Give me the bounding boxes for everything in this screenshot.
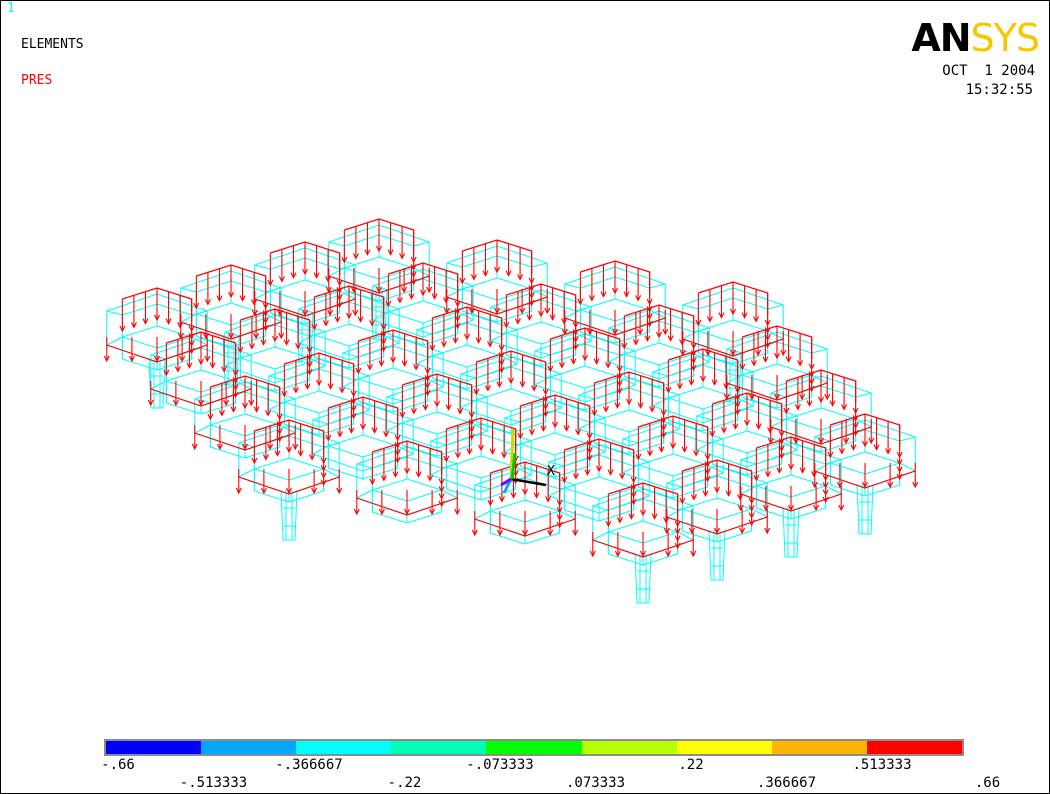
legend-label-bottom: .66: [974, 775, 1001, 791]
support-post: [222, 334, 240, 386]
cell-pressure: [709, 392, 785, 460]
support-post: [280, 489, 298, 541]
legend-label-bottom: .366667: [756, 775, 817, 791]
cell-pressure: [341, 218, 417, 286]
cell-pressure: [459, 239, 535, 307]
time-label: 15:32:55: [965, 82, 1033, 98]
contour-legend-bar: [104, 739, 964, 756]
legend-swatch: [676, 741, 772, 754]
cell-pressure: [443, 417, 519, 485]
load-label: PRES: [21, 73, 53, 88]
triad-x-label: X: [547, 464, 555, 479]
cell-pressure: [753, 436, 829, 504]
cell-pressure: [193, 264, 269, 332]
cell-pressure: [267, 241, 343, 309]
legend-swatch: [866, 741, 962, 754]
support-post: [634, 552, 652, 604]
legend-label-top: -.366667: [275, 757, 343, 773]
support-posts: [148, 288, 874, 604]
window-number: 1: [7, 1, 15, 16]
legend-swatch: [581, 741, 677, 754]
cell-pressure: [517, 394, 593, 462]
legend-swatch: [486, 741, 582, 754]
cell-pressure: [561, 438, 637, 506]
cell-pressure: [119, 287, 195, 355]
logo-bold-part: AN: [911, 16, 971, 60]
cell-pressure: [325, 396, 401, 464]
perimeter-pressure: [103, 268, 919, 558]
legend-label-bottom: .073333: [565, 775, 626, 791]
cell-pressure: [591, 371, 667, 439]
cell-pressure: [679, 459, 755, 527]
legend-label-top: .513333: [852, 757, 912, 773]
cell-pressure: [369, 440, 445, 508]
plot-mode-label: ELEMENTS: [21, 37, 84, 52]
support-post: [370, 288, 388, 340]
legend-swatch: [771, 741, 867, 754]
cell-pressure: [355, 329, 431, 397]
legend-label-top: -.66: [101, 757, 135, 773]
cell-pressure: [429, 306, 505, 374]
date-label: OCT 1 2004: [942, 63, 1035, 79]
legend-label-bottom: -.22: [387, 775, 422, 791]
legend-swatch: [391, 741, 487, 754]
support-post: [724, 351, 742, 403]
support-post: [782, 506, 800, 558]
cell-pressure: [547, 327, 623, 395]
legend-swatch: [201, 741, 297, 754]
legend-swatch: [296, 741, 392, 754]
cell-pressure: [605, 482, 681, 550]
cell-pressure: [665, 348, 741, 416]
legend-label-bottom: -.513333: [179, 775, 248, 791]
pressure-arrows: [103, 218, 919, 558]
legend-label-top: .22: [678, 757, 704, 773]
cell-pressure: [399, 373, 475, 441]
support-post: [856, 483, 874, 535]
cell-pressure: [487, 461, 563, 529]
legend-swatch: [106, 741, 202, 754]
cell-pressure: [473, 350, 549, 418]
support-post: [296, 311, 314, 363]
support-post: [148, 357, 166, 409]
ansys-logo: ANSYS: [911, 16, 1040, 60]
cell-pressure: [635, 415, 711, 483]
support-post: [708, 529, 726, 581]
cell-pressure: [577, 260, 653, 328]
logo-light-part: SYS: [970, 16, 1040, 60]
cell-pressure: [695, 281, 771, 349]
coordinate-triad: X: [500, 428, 555, 494]
legend-label-top: -.073333: [466, 757, 534, 773]
cell-pressure: [281, 352, 357, 420]
